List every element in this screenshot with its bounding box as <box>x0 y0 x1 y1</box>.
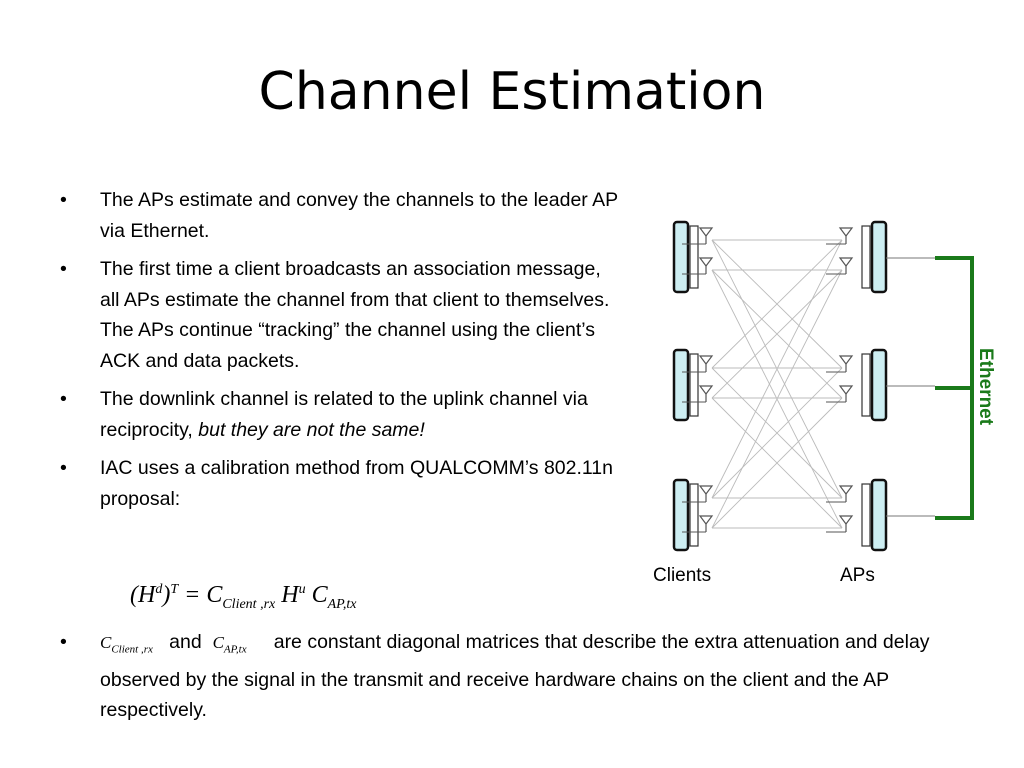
channel-link <box>711 239 843 499</box>
matrix-symbol: C <box>212 633 224 652</box>
bullet-item: • The downlink channel is related to the… <box>60 384 620 445</box>
channel-link <box>711 269 843 529</box>
antenna-icon <box>698 485 714 495</box>
and-word: and <box>169 631 202 653</box>
ethernet-label: Ethernet <box>975 348 996 426</box>
antenna-icon <box>698 355 714 365</box>
bullet-dot: • <box>60 189 67 211</box>
eq-lhs-sup: d <box>155 582 163 597</box>
bullet-item: • IAC uses a calibration method from QUA… <box>60 453 620 514</box>
eq-c2: C <box>311 582 328 608</box>
eq-lhs: (H <box>130 582 156 608</box>
client-card <box>689 225 699 289</box>
ap-box <box>870 478 888 552</box>
ap-card <box>861 353 871 417</box>
client-box <box>672 348 690 422</box>
antenna-icon <box>698 257 714 267</box>
antenna-icon <box>838 385 854 395</box>
client-device <box>672 478 714 552</box>
ap-card <box>861 225 871 289</box>
antenna-icon <box>698 515 714 525</box>
client-card <box>689 353 699 417</box>
matrix-symbol: C <box>100 633 112 652</box>
bullet-body: are constant diagonal matrices that desc… <box>100 631 930 722</box>
channel-link <box>711 367 843 499</box>
ap-box <box>870 348 888 422</box>
bullet-item: • The APs estimate and convey the channe… <box>60 185 620 246</box>
bullet-dot: • <box>60 457 67 479</box>
aps-label: APs <box>840 565 875 586</box>
eq-h-sup: u <box>298 582 306 597</box>
ap-device <box>826 220 935 294</box>
channel-link <box>711 397 843 529</box>
bullet-dot: • <box>60 388 67 410</box>
eq-h: H <box>281 582 299 608</box>
antenna-icon <box>838 515 854 525</box>
bullet-dot: • <box>60 631 67 653</box>
bullet-text: The APs estimate and convey the channels… <box>100 189 618 242</box>
ap-card <box>861 483 871 547</box>
bullet-emphasis: but they are not the same! <box>198 418 425 441</box>
eq-c1: C <box>206 582 223 608</box>
channel-link <box>711 239 843 369</box>
antenna-icon <box>698 385 714 395</box>
antenna-icon <box>838 257 854 267</box>
antenna-icon <box>838 355 854 365</box>
eq-c1-sub: Client ,rx <box>222 596 276 612</box>
antenna-icon <box>838 227 854 237</box>
channel-links <box>711 239 843 529</box>
ethernet-bus <box>935 256 974 520</box>
client-box <box>672 220 690 294</box>
network-diagram: Ethernet Clients APs <box>653 220 996 586</box>
channel-link <box>711 269 843 399</box>
bullet-text: CClient ,rx and CAP,tx are constant diag… <box>60 627 940 726</box>
client-box <box>672 478 690 552</box>
eq-lhs-exp: T <box>170 582 179 597</box>
bullet-item: • The first time a client broadcasts an … <box>60 254 620 376</box>
client-device <box>672 348 714 422</box>
devices <box>672 220 935 552</box>
clients-label: Clients <box>653 565 711 586</box>
client-card <box>689 483 699 547</box>
antenna-icon <box>698 227 714 237</box>
bullet-list: • The APs estimate and convey the channe… <box>60 185 620 522</box>
calibration-equation: (Hd)T = CClient ,rx Hu CAP,tx <box>130 582 357 613</box>
client-device <box>672 220 714 294</box>
bullet-dot: • <box>60 258 67 280</box>
ap-device <box>826 478 935 552</box>
matrix-sub: Client ,rx <box>111 643 153 656</box>
bullet-text: The downlink channel is related to the u… <box>100 388 588 441</box>
bullet-text: The first time a client broadcasts an as… <box>100 258 610 372</box>
slide-title: Channel Estimation <box>258 62 766 122</box>
ap-device <box>826 348 935 422</box>
bullet-item-last: • CClient ,rx and CAP,tx are constant di… <box>60 627 940 726</box>
antenna-icon <box>838 485 854 495</box>
matrix-c-ap: CAP,tx <box>212 633 247 656</box>
bullet-text: IAC uses a calibration method from QUALC… <box>100 457 613 510</box>
eq-equals: = <box>178 582 207 608</box>
eq-c2-sub: AP,tx <box>327 596 357 612</box>
eq-lhs-close: ) <box>162 582 171 608</box>
ap-box <box>870 220 888 294</box>
matrix-c-client: CClient ,rx <box>100 633 153 656</box>
matrix-sub: AP,tx <box>223 643 247 656</box>
